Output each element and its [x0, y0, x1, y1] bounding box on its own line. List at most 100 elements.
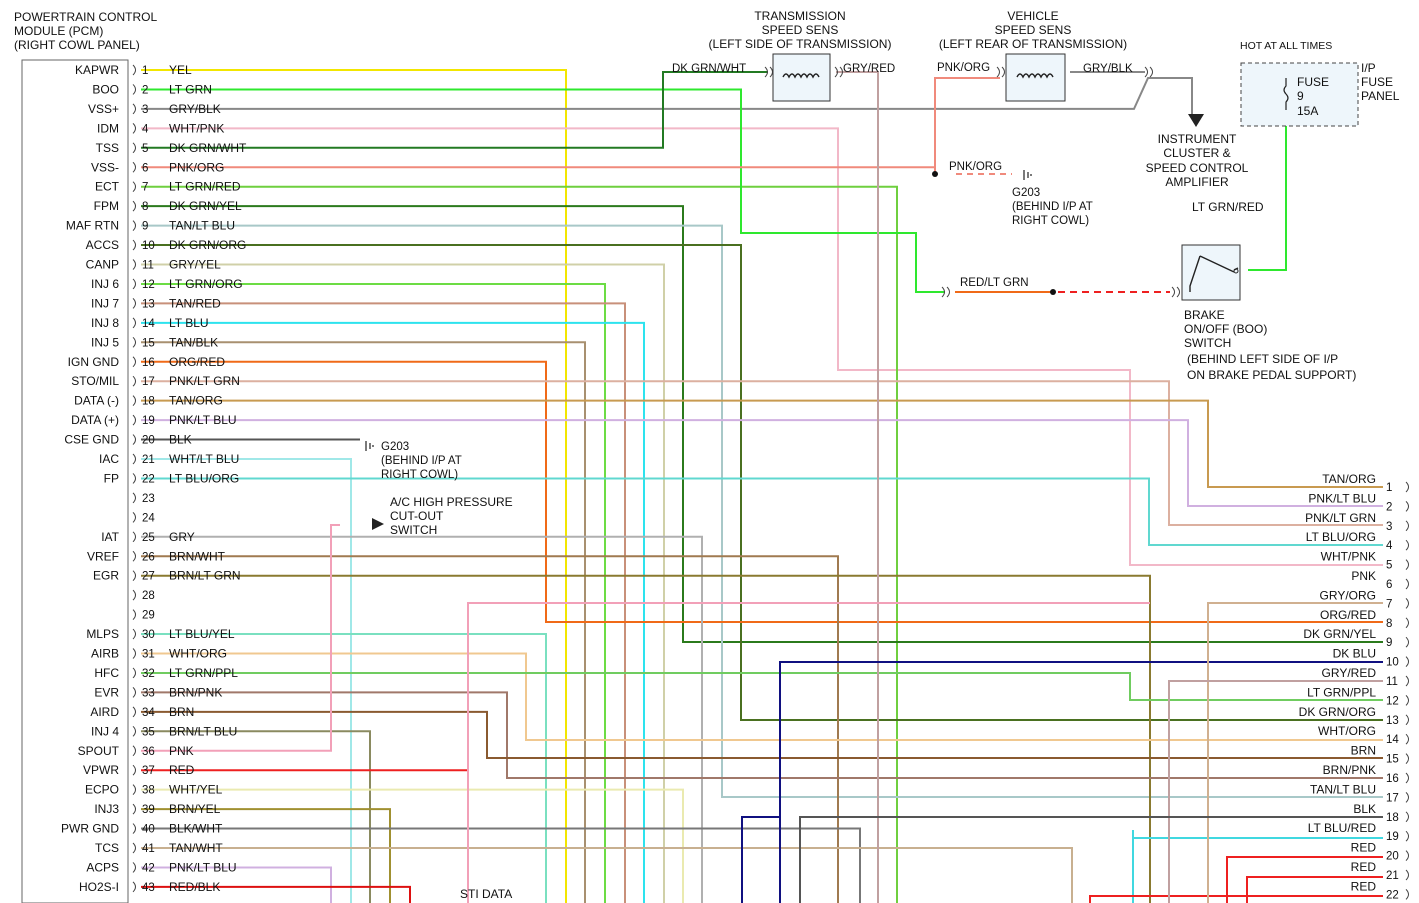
- pin-connector-icon: [132, 531, 136, 543]
- right-pin-number: 7: [1386, 598, 1392, 610]
- right-pin-number: 13: [1386, 715, 1399, 727]
- pin-connector-icon: [132, 473, 136, 484]
- right-connector-icon: [1405, 811, 1409, 823]
- right-wire-label: GRY/RED: [1322, 666, 1377, 680]
- inline-connector-icon: [834, 66, 843, 78]
- right-connector-icon: [1405, 598, 1409, 609]
- pin-connector-icon: [132, 239, 136, 251]
- wire-pin-18: [141, 399, 1383, 488]
- ac-3: SWITCH: [390, 523, 437, 537]
- pin-connector-icon: [132, 142, 136, 154]
- fuse-label-2: 9: [1297, 89, 1304, 103]
- right-connector-icon: [1405, 675, 1409, 687]
- ground-icon-top: [1023, 170, 1032, 180]
- pin-number: 22: [142, 473, 155, 485]
- pin-number: 28: [142, 590, 155, 602]
- pcm-signal-label: ECPO: [85, 783, 119, 797]
- pcm-signal-label: MLPS: [86, 627, 119, 641]
- pin-number: 43: [142, 882, 155, 894]
- pin-number: 42: [142, 862, 155, 874]
- pcm-signal-label: VPWR: [83, 763, 119, 777]
- pin-number: 7: [142, 182, 148, 194]
- splice-dot: [1050, 289, 1056, 295]
- pcm-signal-label: DATA (+): [71, 413, 119, 427]
- right-pin-number: 19: [1386, 831, 1399, 843]
- wire-color-label: LT GRN/PPL: [169, 666, 238, 680]
- pin-connector-icon: [132, 628, 136, 640]
- pin-connector-icon: [132, 434, 136, 445]
- wire-color-label: GRY/YEL: [169, 258, 221, 272]
- pcm-title-3: (RIGHT COWL PANEL): [14, 38, 140, 52]
- right-connector-icon: [1405, 792, 1409, 803]
- wire-pin-4: [141, 127, 1383, 566]
- pcm-signal-label: SPOUT: [78, 744, 120, 758]
- pcm-signal-label: STO/MIL: [71, 374, 119, 388]
- pcm-signal-label: AIRD: [90, 705, 119, 719]
- inline-connector-icon: [1171, 286, 1180, 298]
- pin-connector-icon: [132, 745, 136, 757]
- wire-color-label: ORG/RED: [169, 355, 225, 369]
- fuse-label-3: 15A: [1297, 104, 1318, 118]
- right-wire-label: DK BLU: [1333, 647, 1376, 661]
- pin-number: 34: [142, 707, 155, 719]
- wire-pin-13: [141, 302, 626, 903]
- right-wire-label: BLK: [1353, 802, 1376, 816]
- tss-coil-icon: [782, 73, 820, 79]
- right-pin-number: 6: [1386, 579, 1392, 591]
- pin-number: 32: [142, 668, 155, 680]
- tss-title-3: (LEFT SIDE OF TRANSMISSION): [709, 37, 892, 51]
- right-pin-number: 15: [1386, 754, 1399, 766]
- wire-pin-8: [141, 205, 1383, 643]
- fuse-panel-3: PANEL: [1361, 89, 1400, 103]
- wire-color-label: WHT/YEL: [169, 783, 223, 797]
- pin-connector-icon: [132, 823, 136, 834]
- pin-connector-icon: [132, 492, 136, 504]
- right-wire-label: WHT/ORG: [1318, 724, 1376, 738]
- inline-connector-icon: [1144, 66, 1153, 78]
- right-connector-icon: [1405, 772, 1409, 784]
- wire-color-label: BRN: [169, 705, 194, 719]
- pcm-signal-label: HO2S-I: [79, 880, 119, 894]
- g203-mid-3: RIGHT COWL): [381, 469, 458, 481]
- pin-number: 17: [142, 376, 155, 388]
- brake-switch-box: [1181, 244, 1241, 301]
- right-pin-number: 14: [1386, 734, 1399, 746]
- pcm-signal-label: ACPS: [86, 860, 119, 874]
- right-pin-number: 18: [1386, 812, 1399, 824]
- pin-connector-icon: [132, 453, 136, 465]
- cluster-1: INSTRUMENT: [1158, 132, 1237, 146]
- brake-1: BRAKE: [1184, 308, 1225, 322]
- pin-connector-icon: [132, 181, 136, 193]
- right-connector-icon: [1405, 889, 1409, 900]
- pcm-signal-label: CANP: [86, 258, 119, 272]
- pin-connector-icon: [132, 122, 136, 134]
- wire-pin-3: [141, 77, 1193, 116]
- pin-connector-icon: [132, 725, 136, 737]
- right-wire-label: RED: [1351, 879, 1377, 893]
- wire-color-label: PNK/ORG: [169, 160, 224, 174]
- wire-pin-26: [141, 555, 839, 903]
- pin-connector-icon: [132, 375, 136, 387]
- ac-arrow-icon: [372, 518, 384, 530]
- wire-color-label: BLK/WHT: [169, 822, 223, 836]
- right-connector-icon: [1405, 695, 1409, 706]
- right-wire-label: LT GRN/PPL: [1307, 685, 1376, 699]
- pin-number: 39: [142, 804, 155, 816]
- pin-connector-icon: [132, 511, 136, 523]
- right-pin-number: 3: [1386, 521, 1392, 533]
- pin-number: 13: [142, 298, 155, 310]
- sti-data-label: STI DATA: [460, 887, 512, 901]
- pin-number: 12: [142, 279, 155, 291]
- pin-number: 26: [142, 551, 155, 563]
- wire-tss-out: [836, 71, 879, 903]
- wire-right-10b: [741, 816, 780, 903]
- wire-color-label: LT GRN/ORG: [169, 277, 243, 291]
- wire-pin-15: [141, 341, 586, 903]
- wire-color-label: LT GRN: [169, 82, 212, 96]
- wire-color-label: RED: [169, 763, 195, 777]
- right-wire-label: TAN/ORG: [1322, 472, 1376, 486]
- pcm-signal-label: INJ 4: [91, 724, 119, 738]
- wire-pin-17: [141, 380, 1383, 526]
- wire-color-label: DK GRN/WHT: [169, 141, 247, 155]
